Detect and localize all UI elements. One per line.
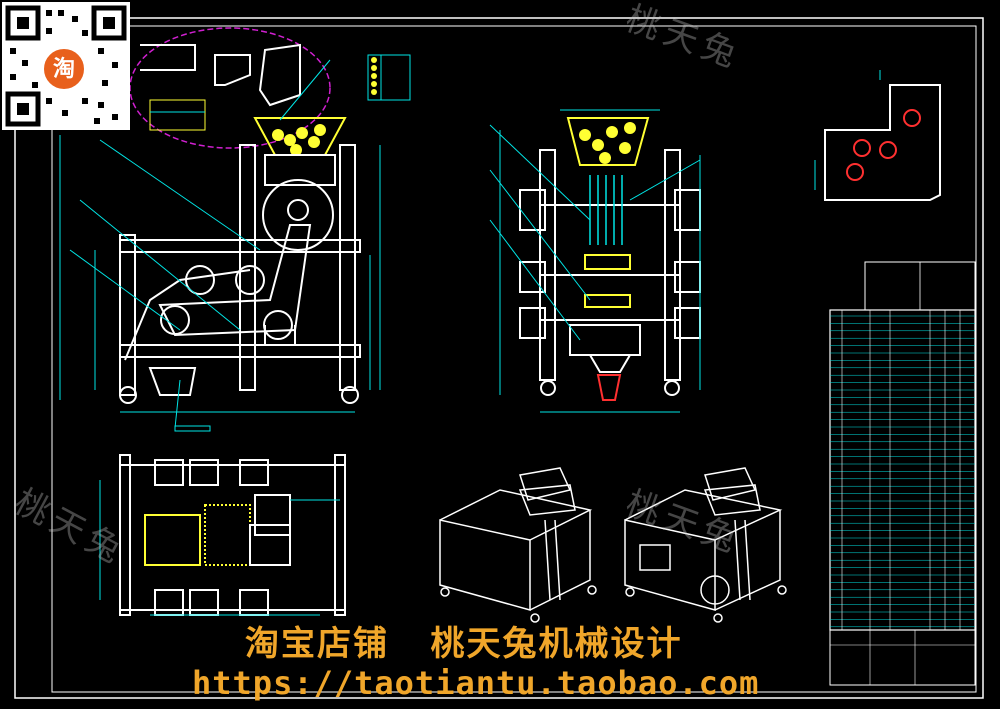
inner-frame [51,25,977,693]
shop-url: https://taotiantu.taobao.com [192,664,760,702]
isometric-view-1 [439,467,597,623]
qr-code-icon: 淘 [2,2,130,130]
bom-table [829,261,976,686]
side-view [489,109,701,413]
detail-callout [129,27,331,149]
top-view [99,454,346,616]
parts-legend [367,54,411,101]
outer-frame [14,17,984,699]
section-view [814,70,941,201]
front-view [59,59,381,432]
shop-name: 淘宝店铺 桃天兔机械设计 [245,624,683,664]
isometric-view-2 [624,467,787,623]
taobao-badge-icon: 淘 [41,46,87,92]
